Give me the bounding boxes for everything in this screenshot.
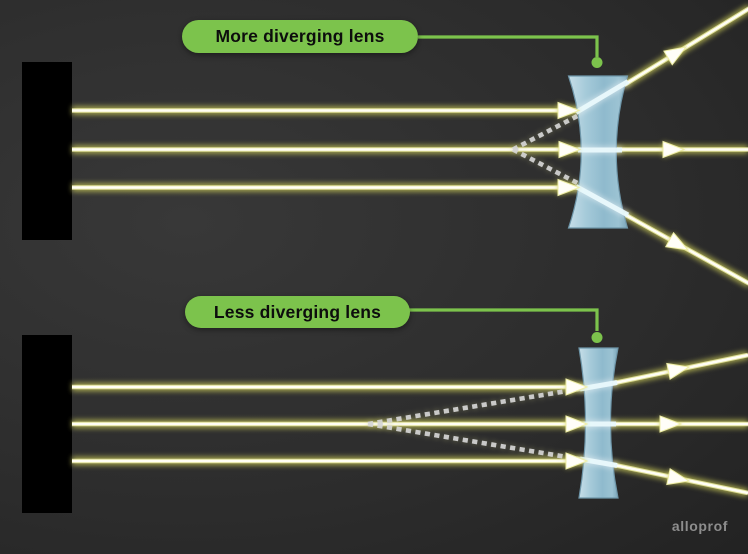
label-more-diverging-lens-text: More diverging lens bbox=[215, 26, 385, 46]
label-more-diverging-lens: More diverging lens bbox=[182, 20, 418, 53]
label-connector-bottom bbox=[408, 308, 599, 331]
light-source-bottom bbox=[22, 335, 72, 513]
label-less-diverging-lens: Less diverging lens bbox=[185, 296, 410, 328]
alloprof-watermark: alloprof bbox=[671, 518, 728, 534]
label-pointer-dot-bottom bbox=[591, 332, 603, 343]
label-pointer-dot-top bbox=[591, 57, 603, 68]
light-source-top bbox=[22, 62, 72, 240]
virtual-ray-extensions bbox=[368, 113, 585, 460]
label-less-diverging-lens-text: Less diverging lens bbox=[213, 301, 382, 322]
label-connector-top bbox=[418, 35, 599, 57]
label-connectors bbox=[408, 35, 603, 343]
